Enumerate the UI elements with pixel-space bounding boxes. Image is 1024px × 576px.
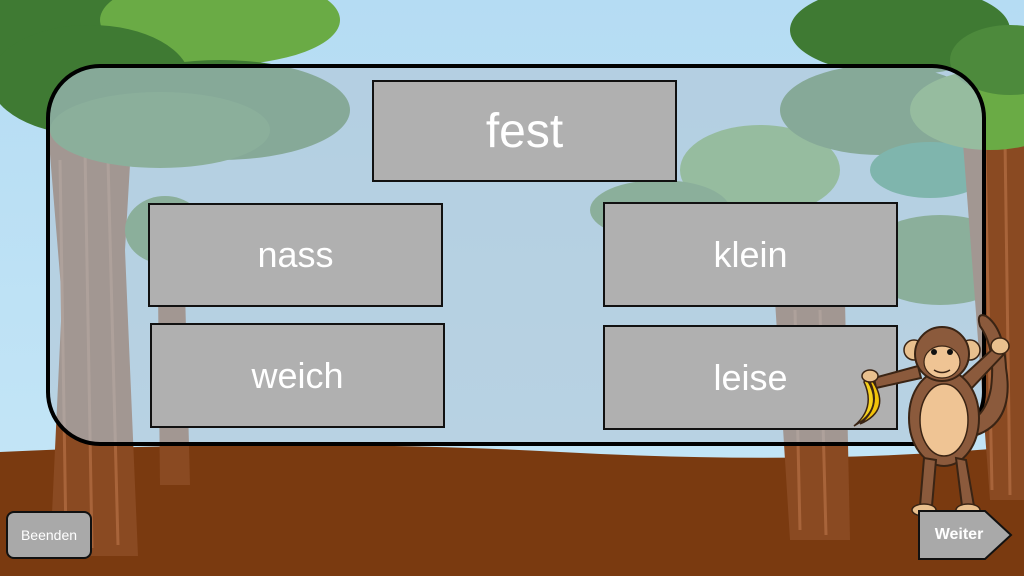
monkey-icon bbox=[853, 314, 1010, 517]
next-button[interactable]: Weiter bbox=[917, 509, 1013, 561]
arrow-right-icon bbox=[918, 510, 1013, 560]
answer-option-3[interactable]: weich bbox=[150, 323, 445, 428]
banana-icon bbox=[853, 369, 881, 427]
next-button-label: Weiter bbox=[934, 526, 984, 543]
quit-button[interactable]: Beenden bbox=[6, 511, 92, 559]
target-word-card: fest bbox=[372, 80, 677, 182]
answer-option-4[interactable]: leise bbox=[603, 325, 898, 430]
answer-option-2[interactable]: klein bbox=[603, 202, 898, 307]
answer-option-1[interactable]: nass bbox=[148, 203, 443, 307]
